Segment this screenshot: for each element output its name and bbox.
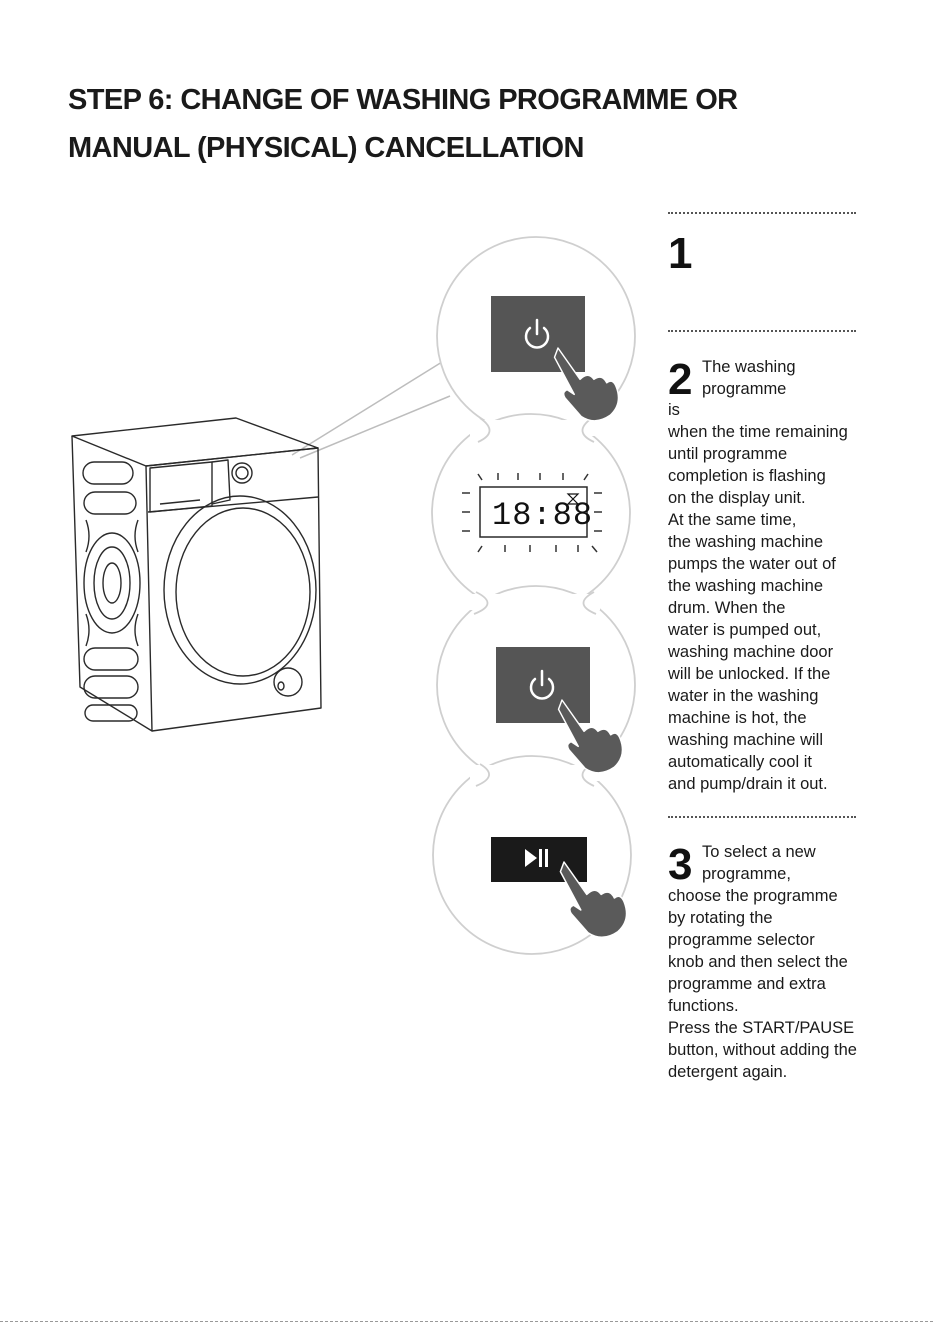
step-2-line: automatically cool it <box>668 753 812 771</box>
step-3-number: 3 <box>668 840 693 889</box>
step-2-line: the washing machine <box>668 533 824 551</box>
step-2-number: 2 <box>668 355 693 404</box>
step-2-divider <box>668 330 856 332</box>
step-3-line: detergent again. <box>668 1063 788 1081</box>
step-2-line: washing machine will <box>668 731 823 749</box>
step-2-line: washing machine door <box>668 643 834 661</box>
step-2-line: and pump/drain it out. <box>668 775 828 793</box>
step-2-line: will be unlocked. If the <box>668 665 831 683</box>
step-2-lead: The washing programme <box>702 356 796 400</box>
step-3-line: by rotating the <box>668 909 773 927</box>
step-2-line: water in the washing <box>668 687 819 705</box>
step-2-line: machine is hot, the <box>668 709 807 727</box>
step-2-line: is <box>668 401 680 419</box>
step-2-line: At the same time, <box>668 511 797 529</box>
flash-marks <box>462 473 602 553</box>
hourglass-icon <box>566 493 580 505</box>
display-digits: 18:88 <box>492 497 593 534</box>
page-title: STEP 6: CHANGE OF WASHING PROGRAMME OR M… <box>68 76 868 172</box>
step-3-lead-line: To select a new <box>702 843 816 861</box>
title-line-2: MANUAL (PHYSICAL) CANCELLATION <box>68 132 584 164</box>
step-2-line: on the display unit. <box>668 489 806 507</box>
step-3-body: choose the programme by rotating the pro… <box>668 885 857 1083</box>
start-pause-detail <box>491 837 628 939</box>
step-3-lead: To select a new programme, <box>702 841 816 885</box>
step-2-line: drum. When the <box>668 599 786 617</box>
step-3-line: programme selector <box>668 931 815 949</box>
play-pause-icon <box>525 849 548 867</box>
power-icon <box>529 669 555 700</box>
page-bottom-rule <box>0 1321 933 1322</box>
step-1-divider <box>668 212 856 214</box>
step-3-line: knob and then select the <box>668 953 848 971</box>
step-3-line: programme and extra <box>668 975 826 993</box>
power-button-detail-1 <box>491 296 620 422</box>
power-icon <box>524 318 550 349</box>
step-3-line: choose the programme <box>668 887 838 905</box>
step-3-line: button, without adding the <box>668 1041 857 1059</box>
display-detail: 18:88 <box>462 473 602 553</box>
step-3-line: Press the START/PAUSE <box>668 1019 855 1037</box>
step-2-lead-line: The washing <box>702 358 796 376</box>
step-2-line: pumps the water out of <box>668 555 836 573</box>
step-2-line: the washing machine <box>668 577 824 595</box>
step-2-lead-line: programme <box>702 380 787 398</box>
power-button-detail-2 <box>496 647 624 774</box>
step-2-line: when the time remaining <box>668 423 848 441</box>
step-3-lead-line: programme, <box>702 865 791 883</box>
washing-machine-illustration <box>71 417 322 732</box>
step-3-divider <box>668 816 856 818</box>
title-line-1: STEP 6: CHANGE OF WASHING PROGRAMME OR <box>68 84 738 116</box>
step-2-line: completion is flashing <box>668 467 826 485</box>
step-2-body: is when the time remaining until program… <box>668 399 848 795</box>
step-2-line: until programme <box>668 445 788 463</box>
step-1-number: 1 <box>668 229 693 278</box>
step-2-line: water is pumped out, <box>668 621 822 639</box>
step-3-line: functions. <box>668 997 739 1015</box>
callout-lines <box>291 361 451 459</box>
